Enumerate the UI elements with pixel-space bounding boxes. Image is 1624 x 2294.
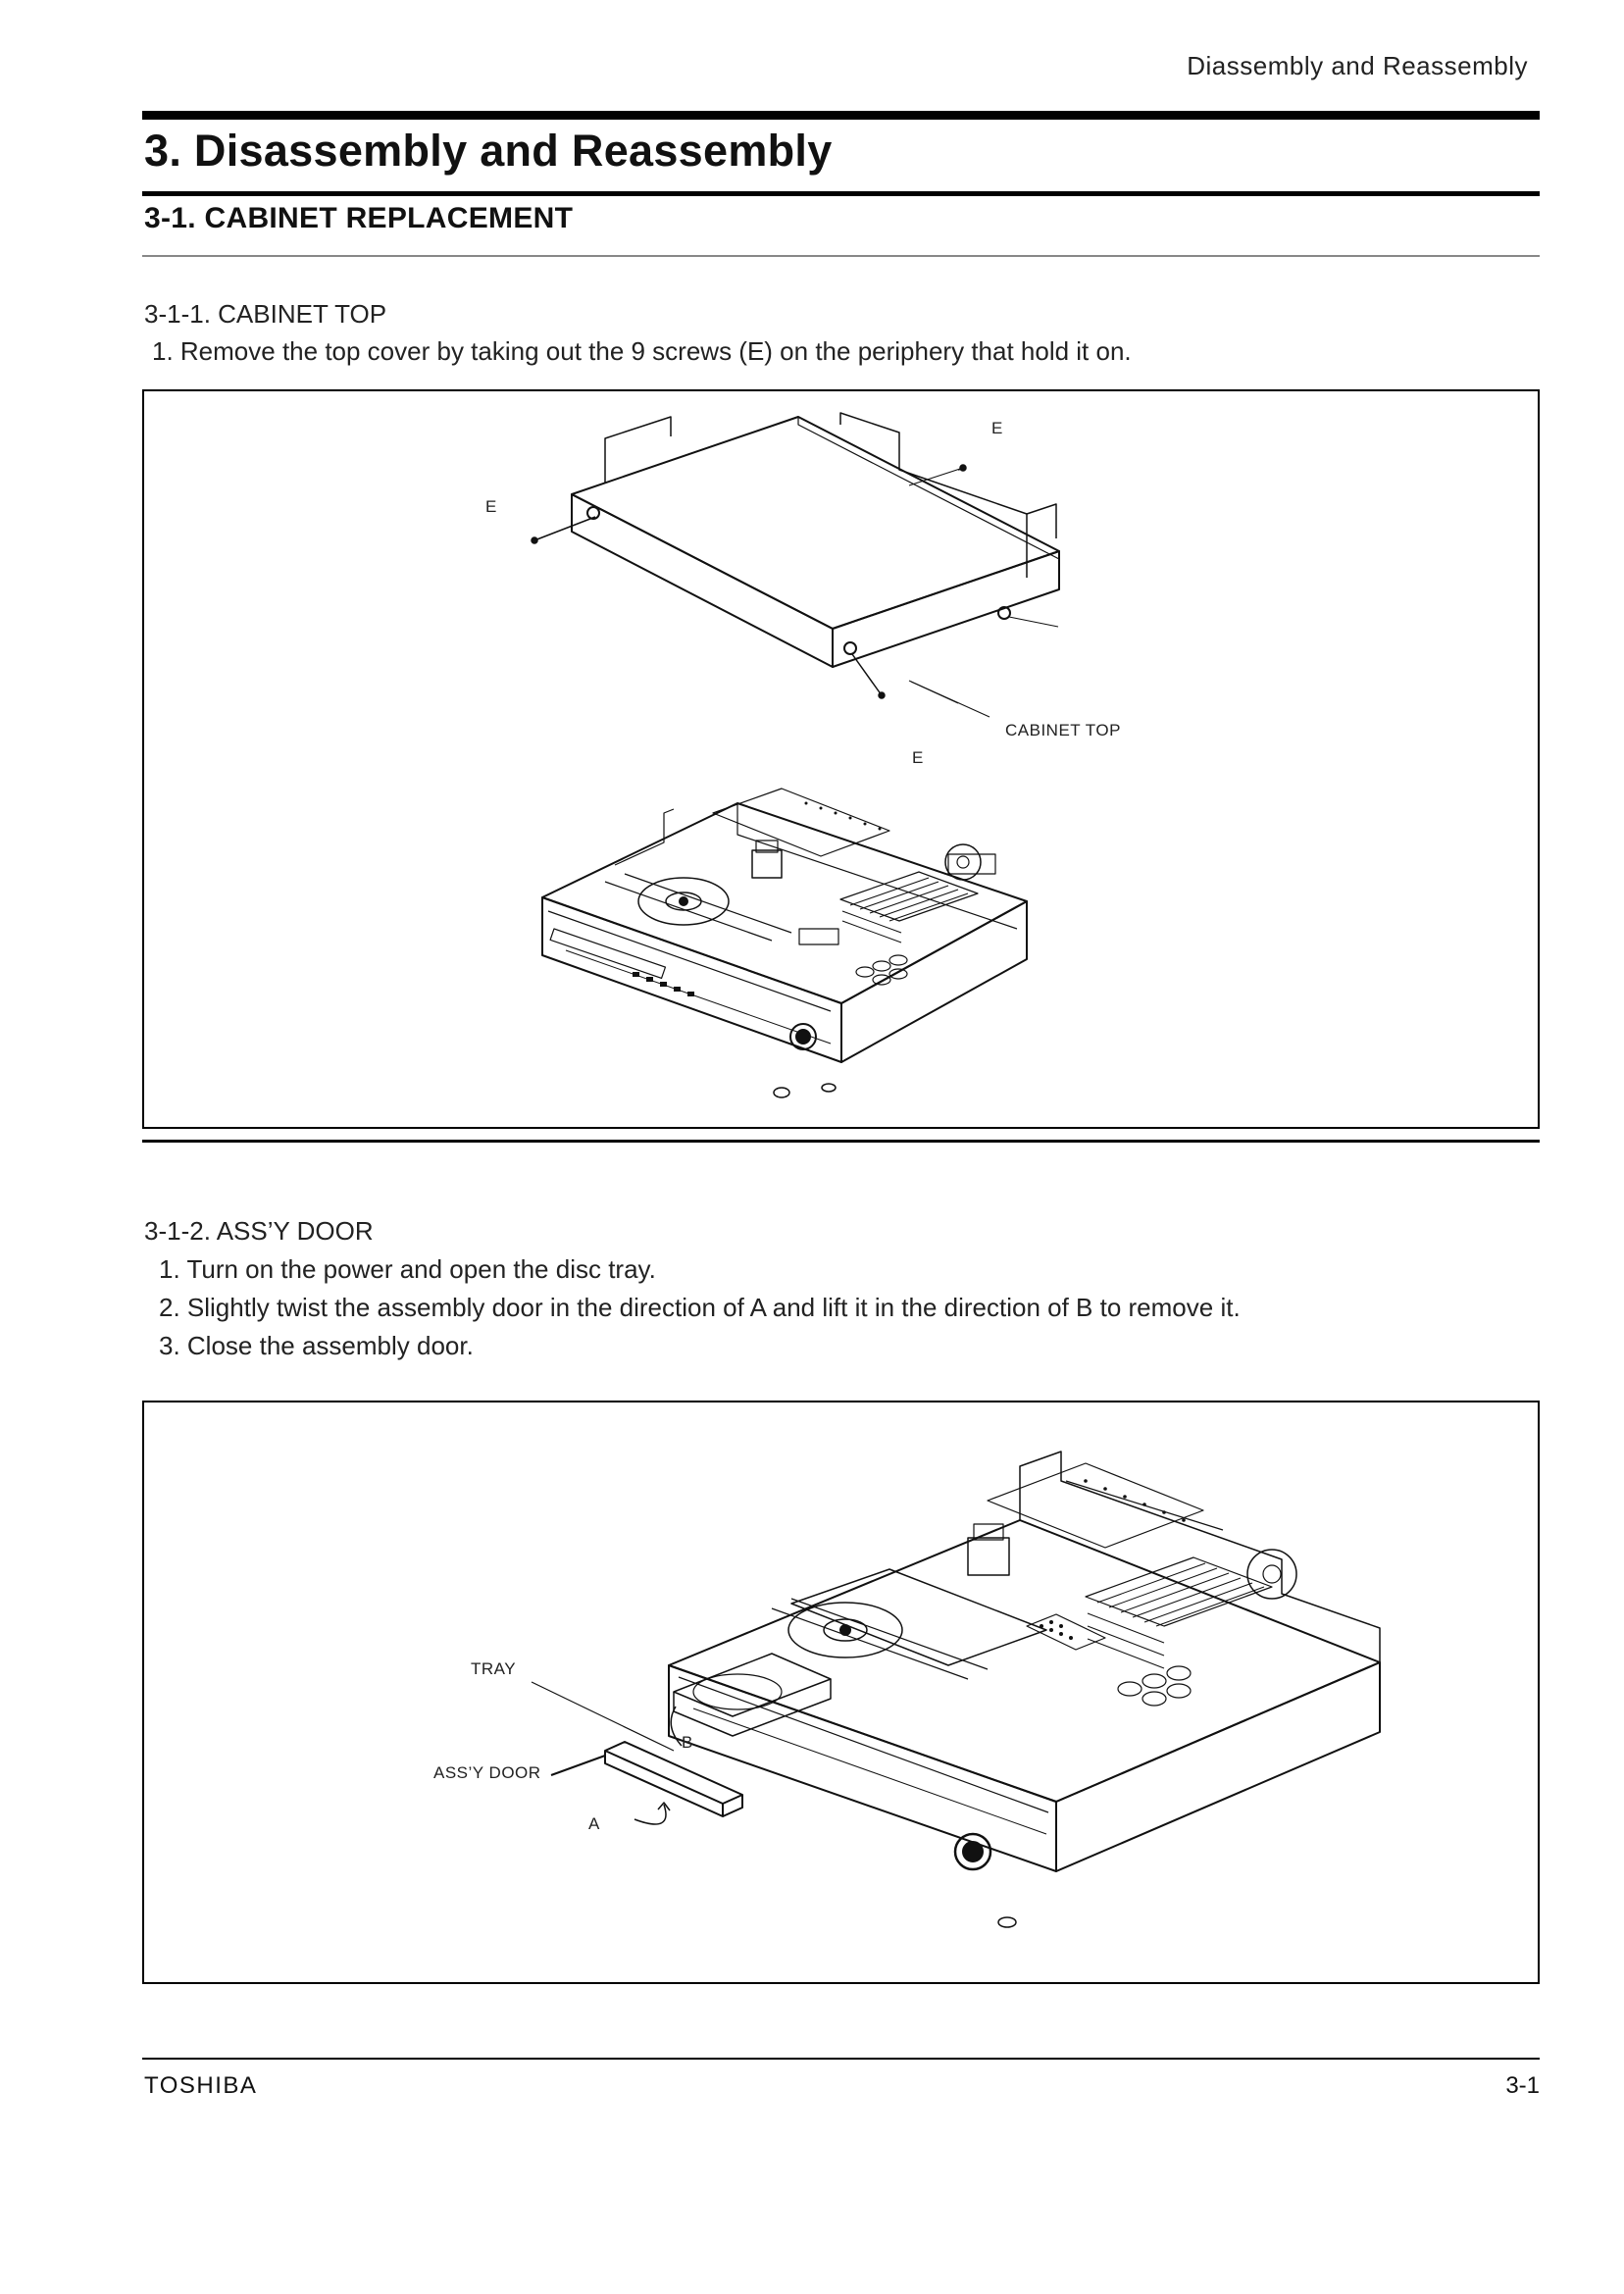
figure-rule: [142, 1140, 1540, 1143]
section-title: 3-1. CABINET REPLACEMENT: [144, 202, 574, 234]
section-rule: [142, 255, 1540, 257]
label-assy-door: ASS’Y DOOR: [433, 1763, 541, 1782]
subsection-heading-assy-door: 3-1-2. ASS’Y DOOR: [144, 1216, 374, 1246]
step-text: 3. Close the assembly door.: [159, 1331, 474, 1360]
cabinet-top-illustration: [531, 412, 1060, 1098]
figure-assy-door: TRAY B ASS’Y DOOR A: [142, 1401, 1540, 1984]
step-text: 2. Slightly twist the assembly door in t…: [159, 1293, 1241, 1322]
assy-door-illustration: [531, 1451, 1381, 1928]
label-cabinet-top: CABINET TOP: [1005, 721, 1121, 739]
page-number: 3-1: [1505, 2072, 1540, 2099]
label-tray: TRAY: [471, 1659, 517, 1678]
label-a: A: [588, 1814, 600, 1833]
footer-brand: TOSHIBA: [144, 2072, 258, 2099]
header-rule: [142, 111, 1540, 120]
step-text: 1. Turn on the power and open the disc t…: [159, 1254, 656, 1284]
subsection-heading-cabinet-top: 3-1-1. CABINET TOP: [144, 299, 387, 329]
chapter-title: 3. Disassembly and Reassembly: [144, 126, 833, 176]
label-b: B: [682, 1733, 693, 1752]
label-e: E: [485, 497, 497, 516]
label-e: E: [912, 748, 924, 767]
label-e: E: [991, 419, 1003, 437]
step-text: 1. Remove the top cover by taking out th…: [152, 336, 1132, 366]
figure-cabinet-top: E E E CABINET TOP: [142, 389, 1540, 1129]
running-header: Diassembly and Reassembly: [1187, 51, 1528, 80]
chapter-rule: [142, 191, 1540, 196]
footer-rule: [142, 2058, 1540, 2060]
